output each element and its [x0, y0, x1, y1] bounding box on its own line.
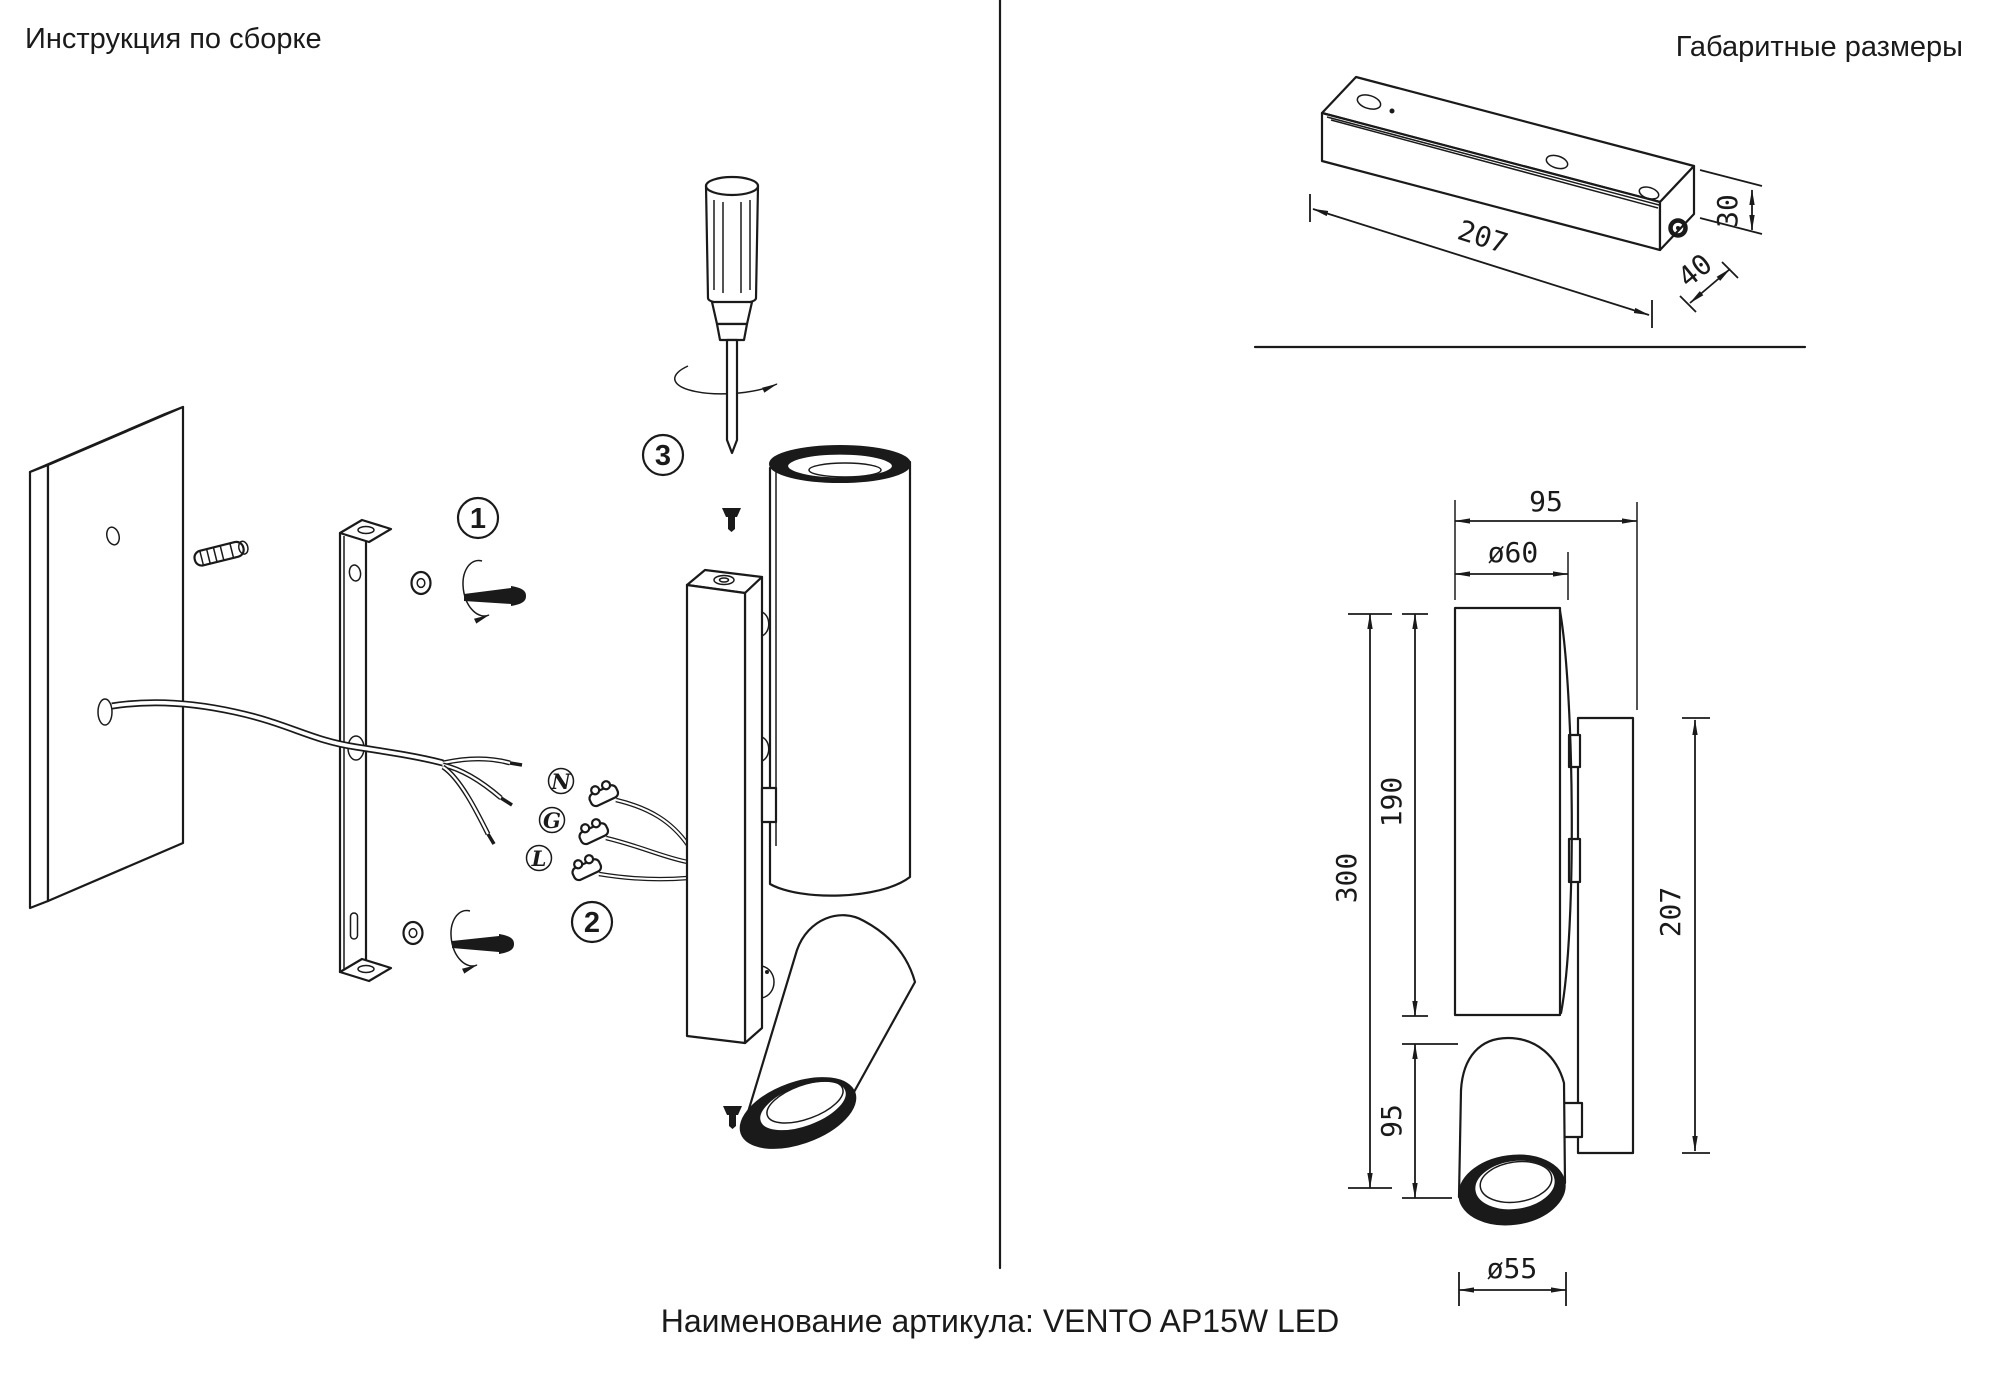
- wall-anchor: [193, 540, 249, 567]
- step-3-number: 3: [655, 440, 671, 472]
- backplate: [1576, 716, 1635, 1155]
- turn-arrow: [462, 559, 490, 624]
- fixing-screw-bottom: [723, 1106, 742, 1129]
- bare-wire-tip: [509, 761, 523, 767]
- spot-section-height-dim: 95: [1375, 1104, 1408, 1138]
- overall-height-dim: 300: [1330, 853, 1363, 904]
- step-1-badge: 1: [456, 496, 500, 540]
- step-1-number: 1: [470, 503, 486, 535]
- svg-text:L: L: [531, 846, 547, 871]
- mounting-bar-isometric: [1320, 75, 1696, 252]
- bar-height-dim: 30: [1711, 194, 1744, 228]
- lamp-housing: [685, 568, 775, 1045]
- mounting-screw-bottom: [450, 909, 514, 974]
- cylinder-height-dim: 190: [1375, 777, 1408, 828]
- left-panel-title: Инструкция по сборке: [25, 23, 322, 55]
- bracket-top-slot: [348, 564, 362, 582]
- upper-cylinder: [760, 445, 912, 897]
- washer-bottom: [402, 920, 424, 946]
- mounting-screw-top: [462, 559, 526, 624]
- wire-label-l: L: [525, 844, 553, 872]
- step-2-badge: 2: [570, 900, 614, 944]
- backplate-height-dim: 207: [1654, 887, 1687, 938]
- svg-text:G: G: [543, 808, 561, 833]
- cylinder-side: [1453, 606, 1562, 1017]
- svg-text:N: N: [550, 769, 571, 794]
- power-wire: [111, 699, 523, 845]
- terminal-lug: [578, 818, 610, 846]
- spotlight: [739, 914, 917, 1149]
- bar-hole: [1638, 186, 1660, 200]
- turn-arrow: [450, 909, 478, 974]
- screwdriver: [674, 175, 778, 455]
- washer-top: [410, 570, 432, 596]
- bar-hole: [1545, 154, 1569, 170]
- spot-lens: [758, 1079, 848, 1133]
- terminal-lug: [571, 854, 603, 882]
- turn-arrow: [674, 365, 778, 395]
- side-view-dimensions: 95 ø60 300 190 95 207 ø55: [1330, 485, 1710, 1306]
- spot-diameter-dim: ø55: [1487, 1252, 1538, 1285]
- cylinder-opening: [785, 452, 895, 480]
- bar-end-hole: [1668, 218, 1688, 238]
- board-screw-hole: [106, 526, 120, 546]
- article-name: Наименование артикула: VENTO AP15W LED: [661, 1303, 1339, 1339]
- wire-label-g: G: [538, 806, 566, 834]
- bar-depth-dim: 40: [1672, 247, 1719, 294]
- mounting-bracket: [338, 518, 393, 983]
- bar-hole: [1356, 94, 1382, 110]
- bar-length-dim: 207: [1454, 214, 1512, 261]
- fixing-screw-top: [722, 508, 741, 532]
- terminal-connectors: [571, 780, 690, 882]
- wire-exit-hole: [97, 698, 113, 726]
- spot-pivot: [761, 965, 775, 999]
- wall-board: [28, 405, 185, 910]
- bracket-bottom-slot: [349, 912, 359, 940]
- step-3-badge: 3: [641, 433, 685, 477]
- right-panel-title: Габаритные размеры: [1676, 31, 1963, 63]
- step-2-number: 2: [584, 907, 600, 939]
- cylinder-diameter-dim: ø60: [1488, 536, 1539, 569]
- bare-wire-tip: [486, 833, 496, 845]
- bare-wire-tip: [500, 796, 513, 807]
- lamp-side-view: [1453, 606, 1635, 1226]
- overall-depth-dim: 95: [1529, 485, 1563, 518]
- wire-label-n: N: [547, 767, 575, 795]
- terminal-lug: [588, 780, 620, 808]
